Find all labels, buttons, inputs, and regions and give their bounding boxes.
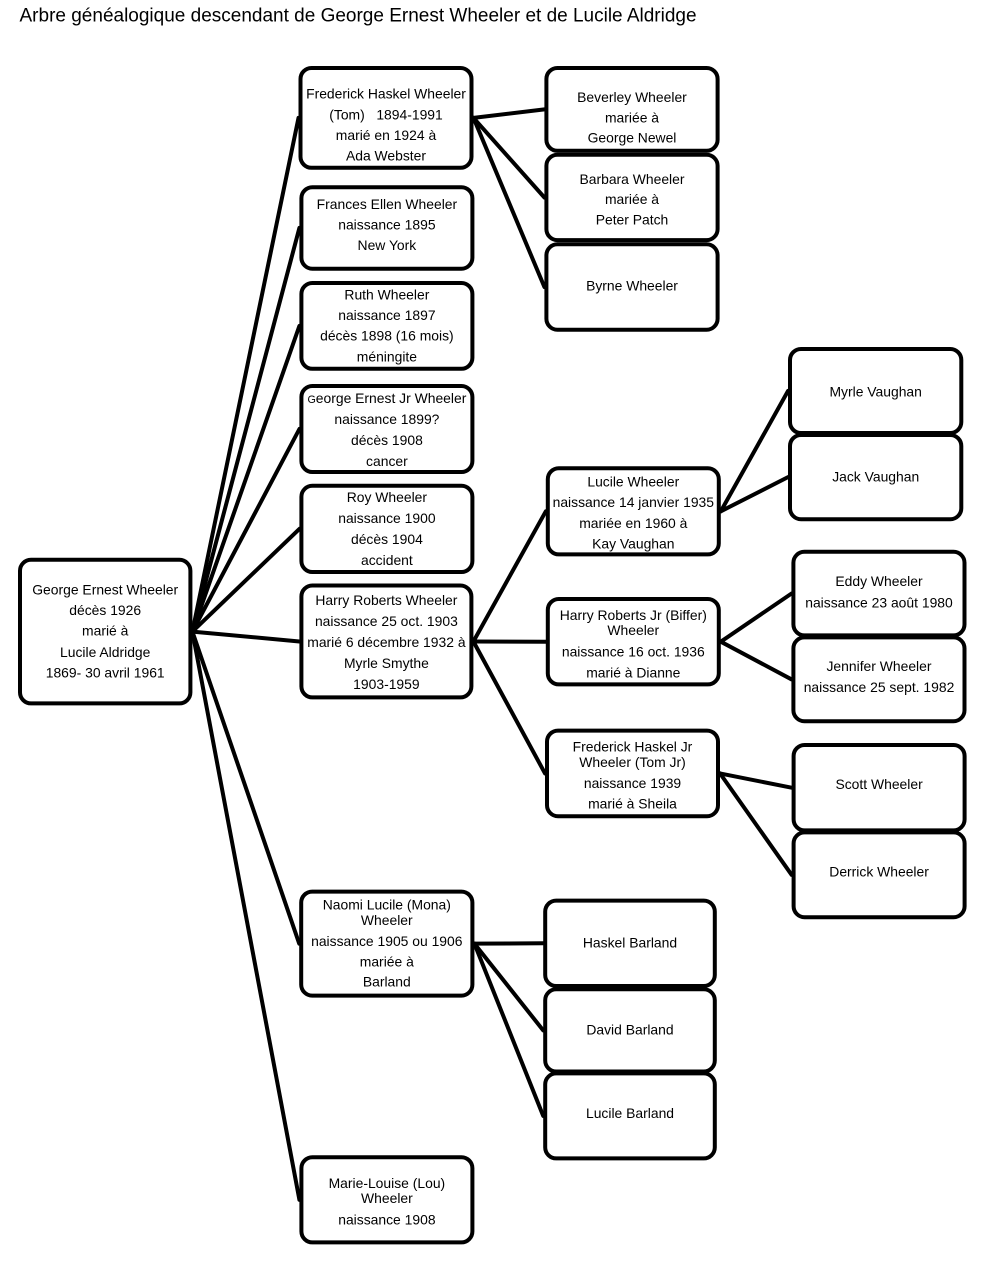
svg-text:naissance 1895: naissance 1895 [338,216,436,232]
svg-text:mariée à: mariée à [360,954,414,970]
svg-text:1869- 30 avril 1961: 1869- 30 avril 1961 [46,665,165,681]
svg-text:naissance 1899?: naissance 1899? [334,411,439,427]
svg-text:marié 6 décembre 1932 à: marié 6 décembre 1932 à [307,634,466,650]
svg-text:Byrne Wheeler: Byrne Wheeler [586,277,678,293]
svg-text:George Ernest Wheeler: George Ernest Wheeler [32,581,178,597]
svg-text:Myrle Smythe: Myrle Smythe [344,655,429,671]
svg-text:Barland: Barland [363,974,411,990]
svg-text:Scott Wheeler: Scott Wheeler [835,776,923,792]
svg-text:naissance 23 août 1980: naissance 23 août 1980 [805,594,953,610]
svg-text:naissance 1905 ou 1906: naissance 1905 ou 1906 [311,933,463,949]
svg-text:Harry Roberts Jr (Biffer): Harry Roberts Jr (Biffer) [560,607,707,623]
svg-text:Lucile Aldridge: Lucile Aldridge [60,644,151,660]
svg-text:Wheeler: Wheeler [607,622,659,638]
svg-text:New York: New York [358,237,417,253]
svg-text:naissance 1897: naissance 1897 [338,307,436,323]
svg-text:naissance 1900: naissance 1900 [338,510,436,526]
svg-text:Arbre généalogique descendant: Arbre généalogique descendant de George … [20,6,697,27]
svg-text:Wheeler (Tom Jr): Wheeler (Tom Jr) [579,754,686,770]
svg-text:décès 1898 (16 mois): décès 1898 (16 mois) [320,328,454,344]
svg-text:Wheeler: Wheeler [361,912,413,928]
svg-text:naissance 1939: naissance 1939 [584,775,682,791]
svg-text:Naomi Lucile (Mona): Naomi Lucile (Mona) [323,896,451,912]
svg-text:Haskel Barland: Haskel Barland [583,934,677,950]
svg-text:Wheeler: Wheeler [361,1190,413,1206]
svg-text:mariée à: mariée à [605,191,659,207]
svg-text:naissance 25 oct. 1903: naissance 25 oct. 1903 [315,613,458,629]
svg-text:Jennifer Wheeler: Jennifer Wheeler [826,658,931,674]
svg-text:George Newel: George Newel [588,130,677,146]
svg-text:Ruth Wheeler: Ruth Wheeler [344,287,429,303]
svg-text:marié à Dianne: marié à Dianne [586,664,680,680]
svg-text:marié à Sheila: marié à Sheila [588,795,677,811]
svg-text:Beverley Wheeler: Beverley Wheeler [577,89,687,105]
svg-text:Eddy Wheeler: Eddy Wheeler [835,573,923,589]
svg-text:George Ernest Jr Wheeler: George Ernest Jr Wheeler [307,390,466,406]
svg-text:Frances Ellen Wheeler: Frances Ellen Wheeler [317,196,458,212]
svg-text:David Barland: David Barland [586,1022,673,1038]
svg-text:Harry Roberts Wheeler: Harry Roberts Wheeler [315,592,457,608]
svg-text:Frederick Haskel Wheeler: Frederick Haskel Wheeler [306,86,466,102]
svg-text:naissance 14 janvier 1935: naissance 14 janvier 1935 [553,494,715,510]
svg-text:Jack Vaughan: Jack Vaughan [832,468,919,484]
svg-text:accident: accident [361,552,413,568]
svg-text:naissance 16 oct. 1936: naissance 16 oct. 1936 [562,644,705,660]
svg-text:cancer: cancer [366,453,408,469]
svg-text:marié à: marié à [82,623,129,639]
svg-text:Barbara Wheeler: Barbara Wheeler [579,171,684,187]
svg-text:Marie-Louise (Lou): Marie-Louise (Lou) [329,1175,446,1191]
svg-text:Kay Vaughan: Kay Vaughan [592,536,674,552]
svg-text:Ada Webster: Ada Webster [346,147,426,163]
svg-text:Lucile Wheeler: Lucile Wheeler [587,473,679,489]
svg-text:marié en 1924 à: marié en 1924 à [336,127,437,143]
svg-text:Frederick Haskel Jr: Frederick Haskel Jr [573,738,693,754]
svg-text:naissance 25 sept. 1982: naissance 25 sept. 1982 [804,679,955,695]
svg-text:Myrle Vaughan: Myrle Vaughan [829,383,921,399]
svg-text:mariée à: mariée à [605,109,659,125]
svg-text:(Tom) 1894-1991: (Tom) 1894-1991 [329,106,443,122]
svg-text:naissance 1908: naissance 1908 [338,1211,436,1227]
svg-text:décès 1908: décès 1908 [351,432,423,448]
svg-text:Roy Wheeler: Roy Wheeler [347,489,428,505]
svg-text:Lucile Barland: Lucile Barland [586,1105,674,1121]
svg-text:Peter Patch: Peter Patch [596,212,669,228]
svg-text:décès 1926: décès 1926 [69,602,141,618]
svg-text:Derrick Wheeler: Derrick Wheeler [829,863,929,879]
svg-text:mariée en 1960 à: mariée en 1960 à [579,515,687,531]
svg-text:1903-1959: 1903-1959 [353,676,420,692]
svg-text:méningite: méningite [357,348,418,364]
svg-text:décès 1904: décès 1904 [351,531,423,547]
